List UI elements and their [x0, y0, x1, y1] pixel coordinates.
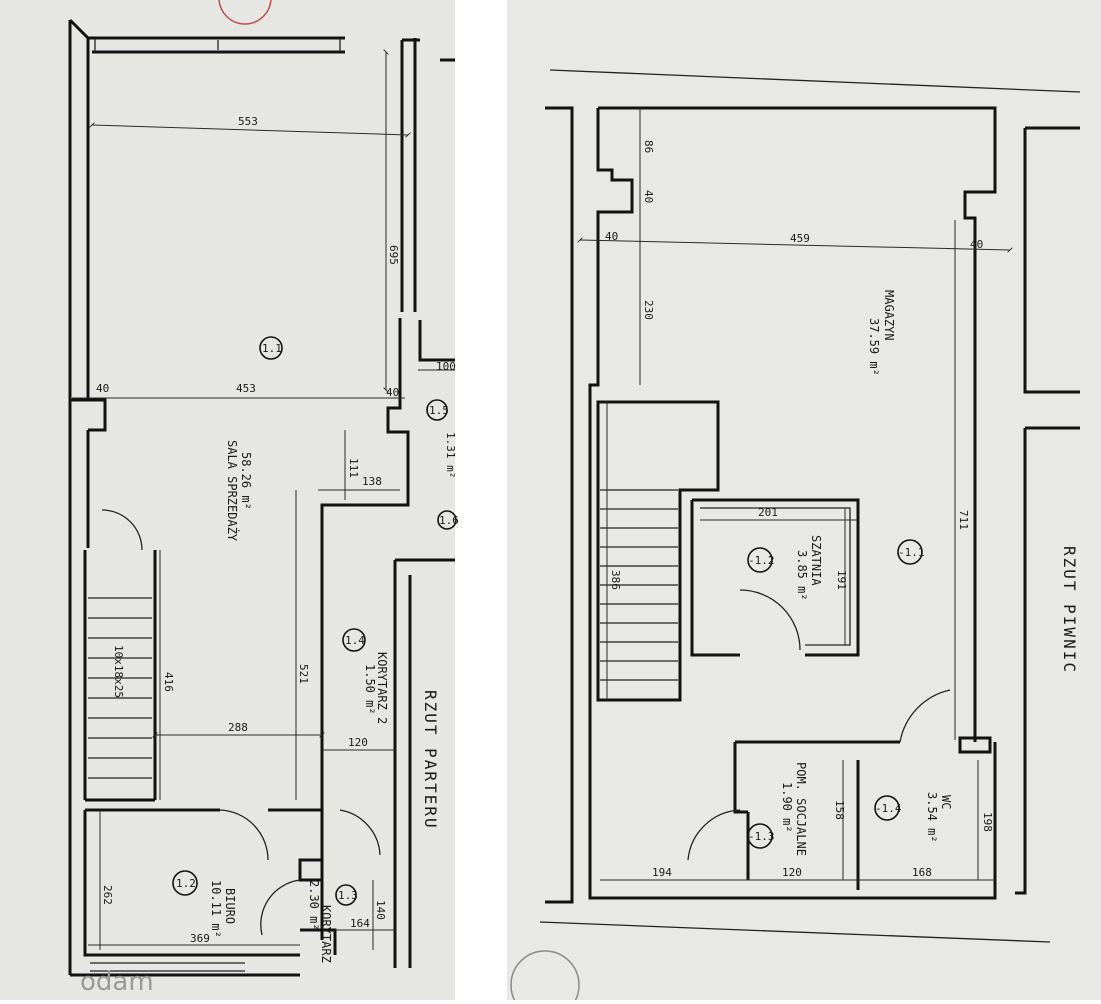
basement-dim-40a: 40: [642, 190, 655, 203]
ground-dim-100: 100: [436, 360, 456, 373]
ground-room-area-office: 10.11 m²: [209, 880, 223, 938]
basement-room-area-social: 1.90 m²: [780, 782, 794, 833]
room-marker-small2: [437, 510, 457, 530]
ground-room-num-small: 1.5: [429, 404, 449, 417]
ground-room-num-corridor: 1.3: [338, 889, 358, 902]
ground-dim-262: 262: [101, 885, 114, 905]
ground-room-num-small2: 1.6: [439, 514, 459, 527]
ground-dim-695: 695: [387, 245, 400, 265]
room-marker-corridor: [335, 884, 357, 906]
ground-dim-453: 453: [236, 382, 256, 395]
basement-room-num-cloakroom: -1.2: [748, 554, 775, 567]
ground-dim-164: 164: [350, 917, 370, 930]
basement-dim-40c: 40: [970, 238, 983, 251]
watermark-text: odam: [80, 967, 154, 997]
basement-dim-198: 198: [981, 812, 994, 832]
basement-dim-386: 386: [609, 570, 622, 590]
ground-room-num-office: 1.2: [176, 877, 196, 890]
basement-title: RZUT PIWNIC: [1060, 546, 1079, 674]
basement-room-name-social: POM. SOCJALNE: [794, 762, 808, 856]
ground-room-name-office: BIURO: [223, 888, 237, 924]
ground-dim-521: 521: [297, 664, 310, 684]
basement-dim-168: 168: [912, 866, 932, 879]
ground-dim-40b: 40: [386, 386, 399, 399]
room-marker-office: [172, 870, 198, 896]
stamp-top: [218, 0, 272, 25]
ground-dim-416: 416: [162, 672, 175, 692]
ground-dim-140: 140: [374, 900, 387, 920]
basement-room-name-storage: MAGAZYN: [882, 290, 896, 341]
basement-room-num-social: -1.3: [748, 830, 775, 843]
ground-dim-369: 369: [190, 932, 210, 945]
ground-room-area-small: 1.31 m²: [444, 432, 457, 478]
basement-room-area-storage: 37.59 m²: [867, 318, 881, 376]
basement-dim-86: 86: [642, 140, 655, 153]
ground-stairs-label: 10x18x25: [112, 645, 125, 698]
basement-dim-40b: 40: [605, 230, 618, 243]
ground-dim-138: 138: [362, 475, 382, 488]
basement-room-num-wc: -1.4: [875, 802, 902, 815]
ground-floor-sheet: [0, 0, 455, 1000]
ground-dim-553: 553: [238, 115, 258, 128]
basement-dim-191: 191: [835, 570, 848, 590]
ground-room-name-corridor: KORYTARZ: [319, 905, 333, 963]
basement-plan: -1.1 -1.2 -1.3 -1.4 MAGAZYN 37.59 m² SZA…: [539, 69, 1081, 943]
basement-dim-158: 158: [833, 800, 846, 820]
ground-room-area-sales: 58.26 m²: [239, 452, 253, 510]
ground-stairs: [88, 597, 152, 779]
ground-room-name-sales: SALA SPRZEDAŻY: [225, 440, 240, 542]
room-marker-sales: [259, 336, 283, 360]
ground-room-num-sales: 1.1: [262, 342, 282, 355]
ground-dim-40a: 40: [96, 382, 109, 395]
basement-room-name-wc: WC: [939, 795, 953, 809]
basement-dim-194: 194: [652, 866, 672, 879]
basement-dim-459: 459: [790, 232, 810, 245]
ground-room-area-corridor2: 1.50 m²: [363, 664, 377, 715]
divider-strip: [455, 0, 507, 1000]
ground-room-num-corridor2: 1.4: [345, 634, 365, 647]
stamp-bottom: [510, 950, 580, 1004]
basement-dim-230: 230: [642, 300, 655, 320]
basement-dim-201: 201: [758, 506, 778, 519]
ground-floor-title: RZUT PARTERU: [421, 690, 440, 830]
basement-room-num-storage: -1.1: [898, 546, 925, 559]
basement-room-name-cloakroom: SZATNIA: [809, 535, 823, 586]
room-marker-cloakroom: [747, 547, 773, 573]
ground-dim-111: 111: [347, 458, 360, 478]
ground-dim-288: 288: [228, 721, 248, 734]
basement-stairs: [600, 489, 678, 681]
basement-room-area-wc: 3.54 m²: [925, 792, 939, 843]
ground-room-area-corridor: 2.30 m²: [307, 880, 321, 931]
ground-dim-120: 120: [348, 736, 368, 749]
basement-dim-711: 711: [957, 510, 970, 530]
room-marker-corridor2: [342, 628, 366, 652]
room-marker-social: [747, 823, 773, 849]
room-marker-wc: [874, 795, 900, 821]
ground-floor-plan: 1.1 1.4 1.2 1.3 1.5 1.6 SALA SPRZEDAŻY 5…: [68, 18, 459, 977]
ground-room-name-corridor2: KORYTARZ 2: [375, 652, 389, 724]
basement-room-area-cloakroom: 3.85 m²: [795, 550, 809, 601]
basement-dim-120: 120: [782, 866, 802, 879]
room-marker-small: [426, 399, 448, 421]
room-marker-storage: [897, 539, 923, 565]
